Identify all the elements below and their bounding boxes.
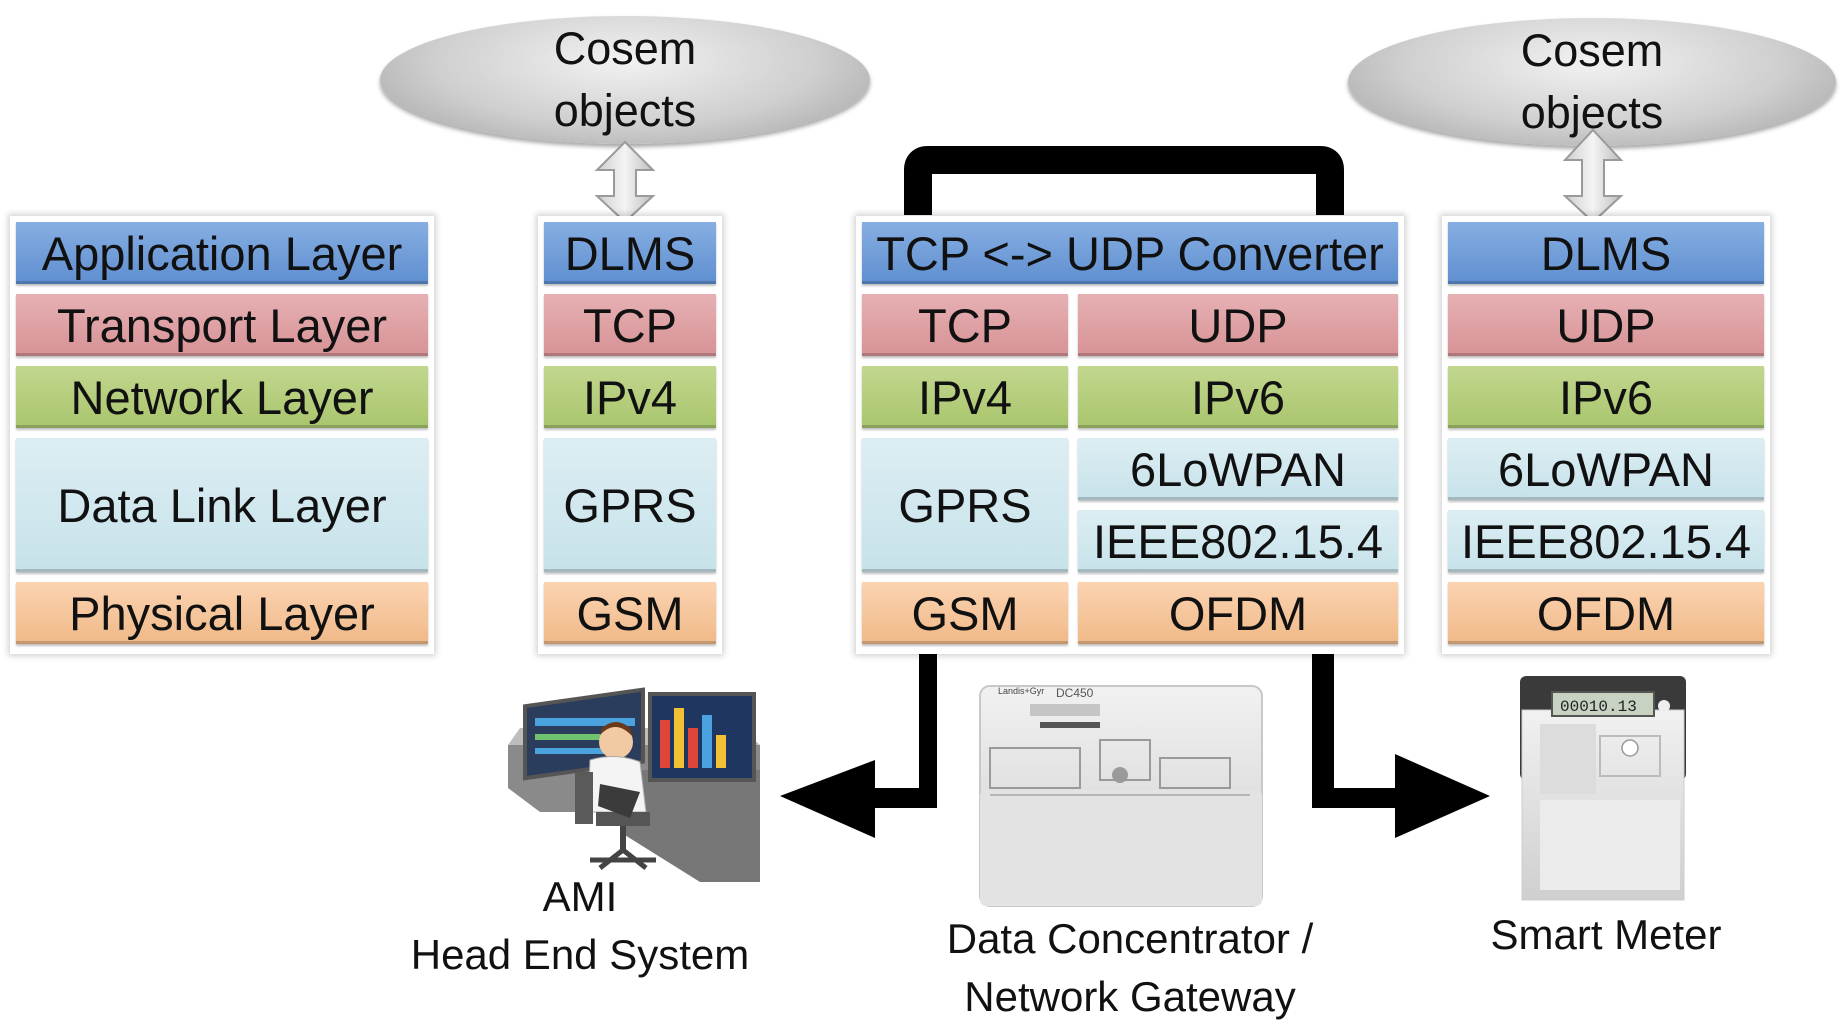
meter-udp-label: UDP [1556,298,1656,352]
head-end-tcp-cell: TCP [544,294,716,356]
meter-ofdm-cell: OFDM [1448,582,1764,644]
head-end-ipv4-label: IPv4 [582,370,678,424]
concentrator-model-text: DC450 [1056,686,1094,700]
meter-caption: Smart Meter [1406,906,1806,964]
gateway-gsm-label: GSM [911,586,1019,640]
cosem-objects-cloud-left: Cosem objects [380,16,870,144]
gateway-udp-cell: UDP [1078,294,1398,356]
smart-meter-icon: 00010.13 [1520,676,1686,901]
cloud-left-line2: objects [553,85,697,136]
cloud-right-line2: objects [1520,87,1664,138]
double-arrow-left-icon [594,140,656,224]
application-layer-label: Application Layer [41,226,403,280]
head-end-dlms-cell: DLMS [544,222,716,284]
gateway-ipv4-label: IPv4 [917,370,1013,424]
head-end-gsm-cell: GSM [544,582,716,644]
meter-stack: DLMS UDP IPv6 6LoWPAN IEEE802.15.4 OFDM [1442,216,1770,654]
data-link-layer-label: Data Link Layer [57,478,387,532]
meter-6lowpan-label: 6LoWPAN [1498,442,1714,496]
data-link-layer-cell: Data Link Layer [16,438,428,572]
head-end-caption-line1: AMI [542,873,618,920]
gateway-udp-label: UDP [1188,298,1288,352]
head-end-gprs-cell: GPRS [544,438,716,572]
meter-ofdm-label: OFDM [1536,586,1676,640]
head-end-ipv4-cell: IPv4 [544,366,716,428]
meter-6lowpan-cell: 6LoWPAN [1448,438,1764,500]
meter-ipv6-cell: IPv6 [1448,366,1764,428]
head-end-gsm-label: GSM [576,586,684,640]
gateway-ipv4-cell: IPv4 [862,366,1068,428]
head-end-dlms-label: DLMS [564,226,696,280]
gateway-gprs-cell: GPRS [862,438,1068,572]
meter-udp-cell: UDP [1448,294,1764,356]
double-arrow-right-icon [1562,128,1624,224]
gateway-ipv6-label: IPv6 [1190,370,1286,424]
converter-label: TCP <-> UDP Converter [876,226,1384,280]
osi-reference-stack: Application Layer Transport Layer Networ… [10,216,434,654]
meter-display-text: 00010.13 [1560,698,1637,716]
physical-layer-cell: Physical Layer [16,582,428,644]
gateway-gprs-label: GPRS [898,478,1032,532]
gateway-tcp-cell: TCP [862,294,1068,356]
operator-workstation-icon [508,687,760,882]
cloud-left-line1: Cosem [553,23,697,74]
concentrator-caption: Data Concentrator / Network Gateway [880,910,1380,1026]
head-end-stack: DLMS TCP IPv4 GPRS GSM [538,216,722,654]
meter-caption-line1: Smart Meter [1490,911,1722,958]
gateway-ieee802154-label: IEEE802.15.4 [1092,514,1384,568]
gateway-ieee802154-cell: IEEE802.15.4 [1078,510,1398,572]
gateway-ofdm-label: OFDM [1168,586,1308,640]
head-end-caption-line2: Head End System [410,931,750,978]
gateway-gsm-cell: GSM [862,582,1068,644]
meter-dlms-label: DLMS [1540,226,1672,280]
transport-layer-cell: Transport Layer [16,294,428,356]
cosem-objects-cloud-right: Cosem objects [1348,18,1836,146]
cloud-right-line1: Cosem [1520,25,1664,76]
concentrator-caption-line2: Network Gateway [964,973,1296,1020]
arrow-to-meter-icon [1312,652,1490,838]
arrow-to-head-end-icon [780,652,937,838]
concentrator-brand-text: Landis+Gyr [998,686,1044,696]
head-end-gprs-label: GPRS [563,478,697,532]
gateway-ipv6-cell: IPv6 [1078,366,1398,428]
head-end-tcp-label: TCP [583,298,677,352]
transport-layer-label: Transport Layer [56,298,387,352]
meter-ipv6-label: IPv6 [1558,370,1654,424]
network-layer-label: Network Layer [70,370,374,424]
gateway-ofdm-cell: OFDM [1078,582,1398,644]
meter-ieee802154-label: IEEE802.15.4 [1460,514,1752,568]
gateway-stack: TCP <-> UDP Converter TCP IPv4 GPRS GSM … [856,216,1404,654]
head-end-caption: AMI Head End System [380,868,780,984]
application-layer-cell: Application Layer [16,222,428,284]
data-concentrator-icon: Landis+Gyr DC450 [979,685,1263,907]
meter-dlms-cell: DLMS [1448,222,1764,284]
network-layer-cell: Network Layer [16,366,428,428]
converter-cell: TCP <-> UDP Converter [862,222,1398,284]
gateway-6lowpan-cell: 6LoWPAN [1078,438,1398,500]
converter-loop-path [904,146,1344,215]
concentrator-caption-line1: Data Concentrator / [946,915,1314,962]
physical-layer-label: Physical Layer [69,586,375,640]
meter-ieee802154-cell: IEEE802.15.4 [1448,510,1764,572]
gateway-6lowpan-label: 6LoWPAN [1130,442,1346,496]
gateway-tcp-label: TCP [918,298,1012,352]
